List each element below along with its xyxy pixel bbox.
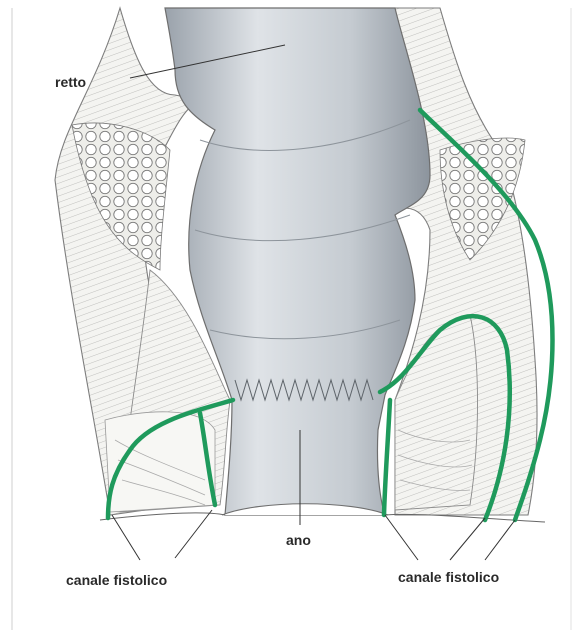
label-anus: ano — [286, 532, 311, 548]
label-fistula-left: canale fistolico — [66, 572, 167, 588]
label-fistula-right: canale fistolico — [398, 569, 499, 585]
fistula-right-inner — [384, 400, 390, 515]
label-rectum: retto — [55, 74, 86, 90]
